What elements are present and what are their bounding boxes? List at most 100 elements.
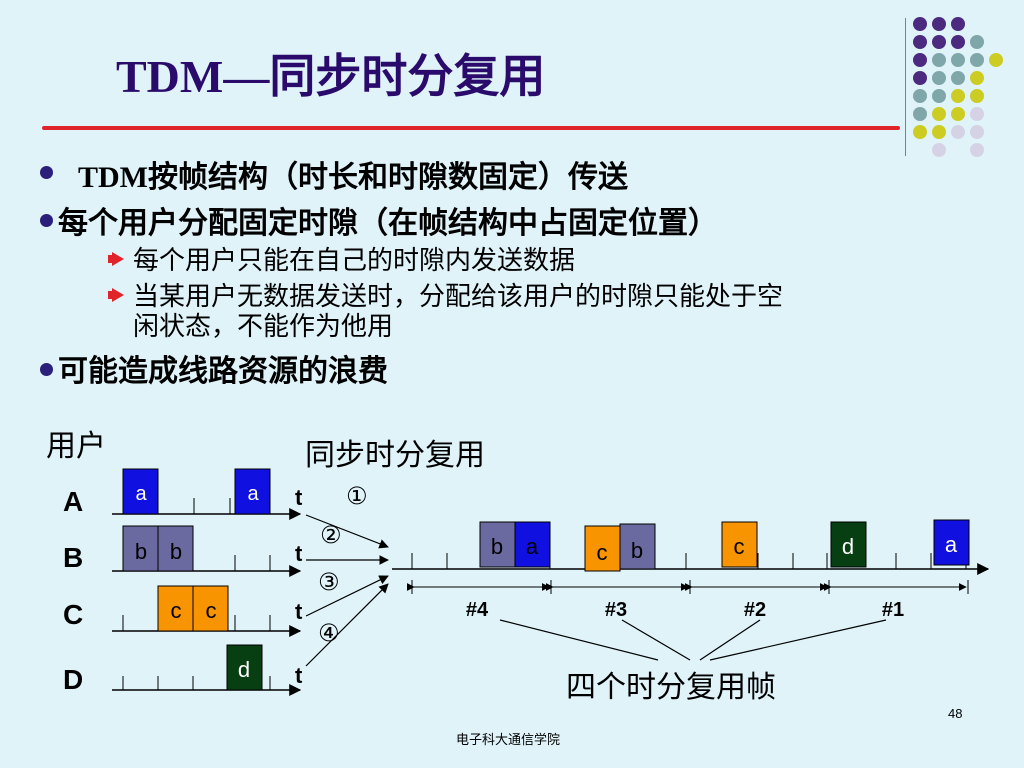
user-a-label: A	[63, 486, 83, 517]
decor-dot	[970, 35, 984, 49]
slot-letter: b	[170, 539, 182, 564]
time-axis-label: t	[295, 663, 303, 688]
slot-letter: a	[247, 483, 259, 505]
slot-a	[514, 521, 551, 568]
frame-label: #2	[744, 599, 766, 621]
slot-letter: a	[945, 532, 958, 557]
decor-dot	[951, 107, 965, 121]
slot-d	[830, 521, 867, 568]
decor-dot	[970, 89, 984, 103]
user-c-label: C	[63, 599, 83, 630]
decor-dot	[913, 17, 927, 31]
decor-dot	[970, 125, 984, 139]
slot-c	[584, 525, 621, 572]
bullet-1: TDM按帧结构（时长和时隙数固定）传送	[78, 152, 628, 196]
slot-b	[619, 523, 656, 570]
decor-dot	[951, 17, 965, 31]
slot-letter: a	[135, 483, 147, 505]
sub-bullet-2-line2: 闲状态，不能作为他用	[133, 312, 394, 342]
slot-letter: c	[206, 598, 217, 623]
decor-dot	[951, 53, 965, 67]
decor-dot	[913, 107, 927, 121]
title-underline	[42, 126, 900, 130]
slot-b	[479, 521, 516, 568]
user-b-label: B	[63, 542, 83, 573]
user-b-timeline: b b t	[112, 525, 303, 577]
frame-label: #1	[882, 599, 904, 621]
mux-arrow	[305, 575, 389, 617]
frame-spans: #4 #3 #2 #1	[406, 580, 969, 621]
decor-dot	[932, 125, 946, 139]
decor-dot	[970, 71, 984, 85]
slide-title-latin: TDM—	[116, 51, 270, 102]
frame-label: #4	[466, 599, 489, 621]
slot-letter: c	[597, 540, 608, 565]
bullet-3: 可能造成线路资源的浪费	[58, 354, 388, 389]
slot-a	[122, 468, 159, 515]
decor-dot	[951, 71, 965, 85]
decor-dot	[932, 71, 946, 85]
slot-letter: c	[734, 534, 745, 559]
decor-dot	[970, 53, 984, 67]
mux-label: 同步时分复用	[305, 438, 485, 473]
frame-label: #3	[605, 599, 627, 621]
decor-dot	[932, 35, 946, 49]
decor-vertical-line	[905, 18, 906, 156]
slot-letter: d	[238, 657, 250, 682]
decor-dot	[913, 53, 927, 67]
slot-a	[933, 519, 970, 566]
slot-letter: c	[171, 598, 182, 623]
circle-number-4: ④	[318, 619, 340, 647]
sub-bullet-1: 每个用户只能在自己的时隙内发送数据	[133, 246, 576, 276]
bullet-1-text: 按帧结构（时长和时隙数固定）传送	[148, 160, 628, 195]
mux-arrow	[305, 514, 389, 549]
user-a-timeline: a a t	[112, 468, 303, 520]
bullet-2: 每个用户分配固定时隙（在帧结构中占固定位置）	[58, 206, 718, 241]
slide-title-zh: 同步时分复用	[269, 49, 546, 103]
frames-pointer-lines	[499, 619, 887, 661]
decor-dot	[913, 35, 927, 49]
slot-d	[226, 644, 263, 691]
decor-dot	[913, 125, 927, 139]
circle-number-3: ③	[318, 568, 340, 596]
decor-dot	[932, 89, 946, 103]
slot-a	[234, 468, 271, 515]
time-axis-label: t	[295, 541, 303, 566]
mux-arrow	[305, 583, 389, 667]
bullet-dot	[40, 363, 53, 376]
decor-dot	[932, 53, 946, 67]
slot-letter: b	[631, 538, 643, 563]
decor-dot	[951, 35, 965, 49]
decor-dot	[951, 89, 965, 103]
decor-dot	[970, 143, 984, 157]
decor-dot	[970, 107, 984, 121]
time-axis-label: t	[295, 599, 303, 624]
time-axis-label: t	[295, 485, 303, 510]
decor-dot	[913, 71, 927, 85]
circle-number-1: ①	[346, 482, 368, 510]
slot-letter: b	[491, 534, 503, 559]
circle-number-2: ②	[320, 521, 342, 549]
slot-letter: d	[842, 534, 854, 559]
decor-dot	[951, 125, 965, 139]
bullet-dot	[40, 214, 53, 227]
slot-b	[157, 525, 194, 572]
user-d-timeline: d t	[112, 644, 303, 696]
slot-letter: b	[135, 539, 147, 564]
footer-institution: 电子科大通信学院	[456, 733, 561, 748]
bullet-1-latin: TDM	[78, 161, 148, 194]
page-number: 48	[948, 706, 963, 721]
decor-dot	[913, 89, 927, 103]
decor-dot	[932, 107, 946, 121]
slot-b	[122, 525, 159, 572]
slide-title: TDM—同步时分复用	[116, 40, 545, 106]
slot-c	[721, 521, 758, 568]
sub-bullet-arrow-icon	[108, 288, 124, 302]
slot-c	[157, 585, 194, 632]
decor-dot	[932, 17, 946, 31]
users-label: 用户	[46, 429, 106, 464]
multiplexed-line: b a c b c d a	[392, 519, 990, 575]
sub-bullet-2-line1: 当某用户无数据发送时，分配给该用户的时隙只能处于空	[133, 282, 784, 312]
slot-c	[192, 585, 229, 632]
user-d-label: D	[63, 664, 83, 695]
